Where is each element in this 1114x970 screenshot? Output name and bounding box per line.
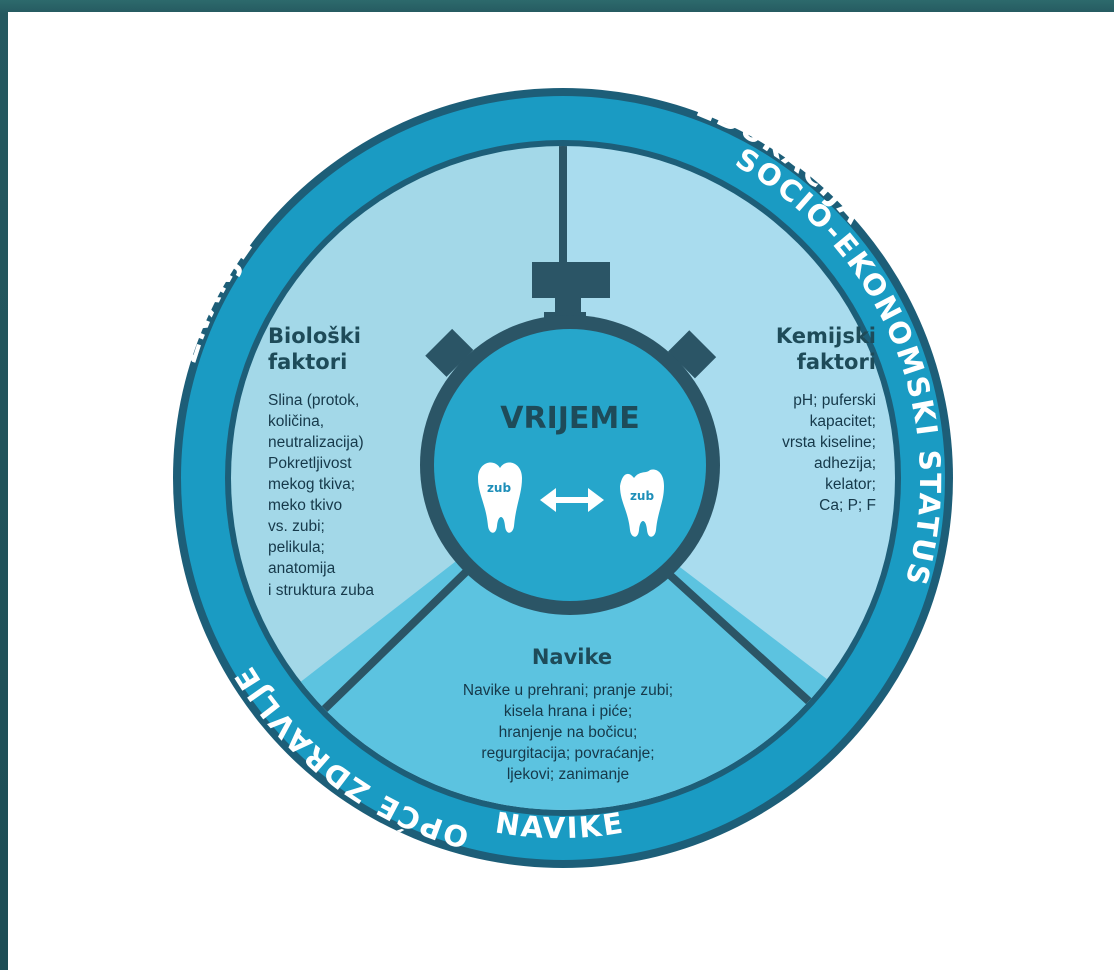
tooth-left-label: zub xyxy=(487,481,512,495)
biological-line: neutralizacija) xyxy=(268,434,364,451)
stopwatch-right-button xyxy=(668,330,717,379)
biological-title-line-1: Biološki xyxy=(268,324,361,348)
biological-line: vs. zubi; xyxy=(268,518,325,535)
chemical-line: kapacitet; xyxy=(810,413,876,430)
double-arrow-icon xyxy=(540,488,604,512)
biological-line: i struktura zuba xyxy=(268,582,374,599)
habits-line: kisela hrana i piće; xyxy=(504,703,632,720)
habits-factors: Navike Navike u prehrani; pranje zubi; k… xyxy=(463,645,673,783)
habits-line: hranjenje na bočicu; xyxy=(499,724,638,741)
chemical-factors: Kemijski faktori pH; puferski kapacitet;… xyxy=(776,324,876,514)
tooth-right-label: zub xyxy=(630,489,655,503)
habits-line: regurgitacija; povraćanje; xyxy=(481,745,654,762)
biological-line: Pokretljivost xyxy=(268,455,352,472)
habits-title: Navike xyxy=(532,645,612,669)
biological-line: meko tkivo xyxy=(268,497,342,514)
tooth-right-icon: zub xyxy=(620,469,664,537)
habits-line: Navike u prehrani; pranje zubi; xyxy=(463,682,673,699)
biological-line: Slina (protok, xyxy=(268,392,359,409)
biological-line: pelikula; xyxy=(268,539,325,556)
chemical-line: adhezija; xyxy=(814,455,876,472)
biological-factors: Biološki faktori Slina (protok, količina… xyxy=(268,324,374,599)
stopwatch-crown xyxy=(532,262,610,298)
stopwatch-left-button xyxy=(425,328,474,377)
biological-line: količina, xyxy=(268,413,324,430)
biological-title-line-2: faktori xyxy=(268,350,347,374)
center-title: VRIJEME xyxy=(500,401,639,436)
habits-sector xyxy=(231,478,895,810)
habits-line: ljekovi; zanimanje xyxy=(507,766,629,783)
biological-line: anatomija xyxy=(268,560,336,577)
chemical-line: kelator; xyxy=(825,476,876,493)
tooth-left-icon: zub xyxy=(478,462,522,533)
stopwatch-face xyxy=(434,329,706,601)
chemical-title-line-1: Kemijski xyxy=(776,324,876,348)
chemical-line: Ca; P; F xyxy=(819,497,876,514)
ring-label-navike: NAVIKE xyxy=(493,805,627,845)
chemical-title-line-2: faktori xyxy=(797,350,876,374)
chemical-line: vrsta kiseline; xyxy=(782,434,876,451)
chemical-line: pH; puferski xyxy=(793,392,876,409)
biological-line: mekog tkiva; xyxy=(268,476,355,493)
